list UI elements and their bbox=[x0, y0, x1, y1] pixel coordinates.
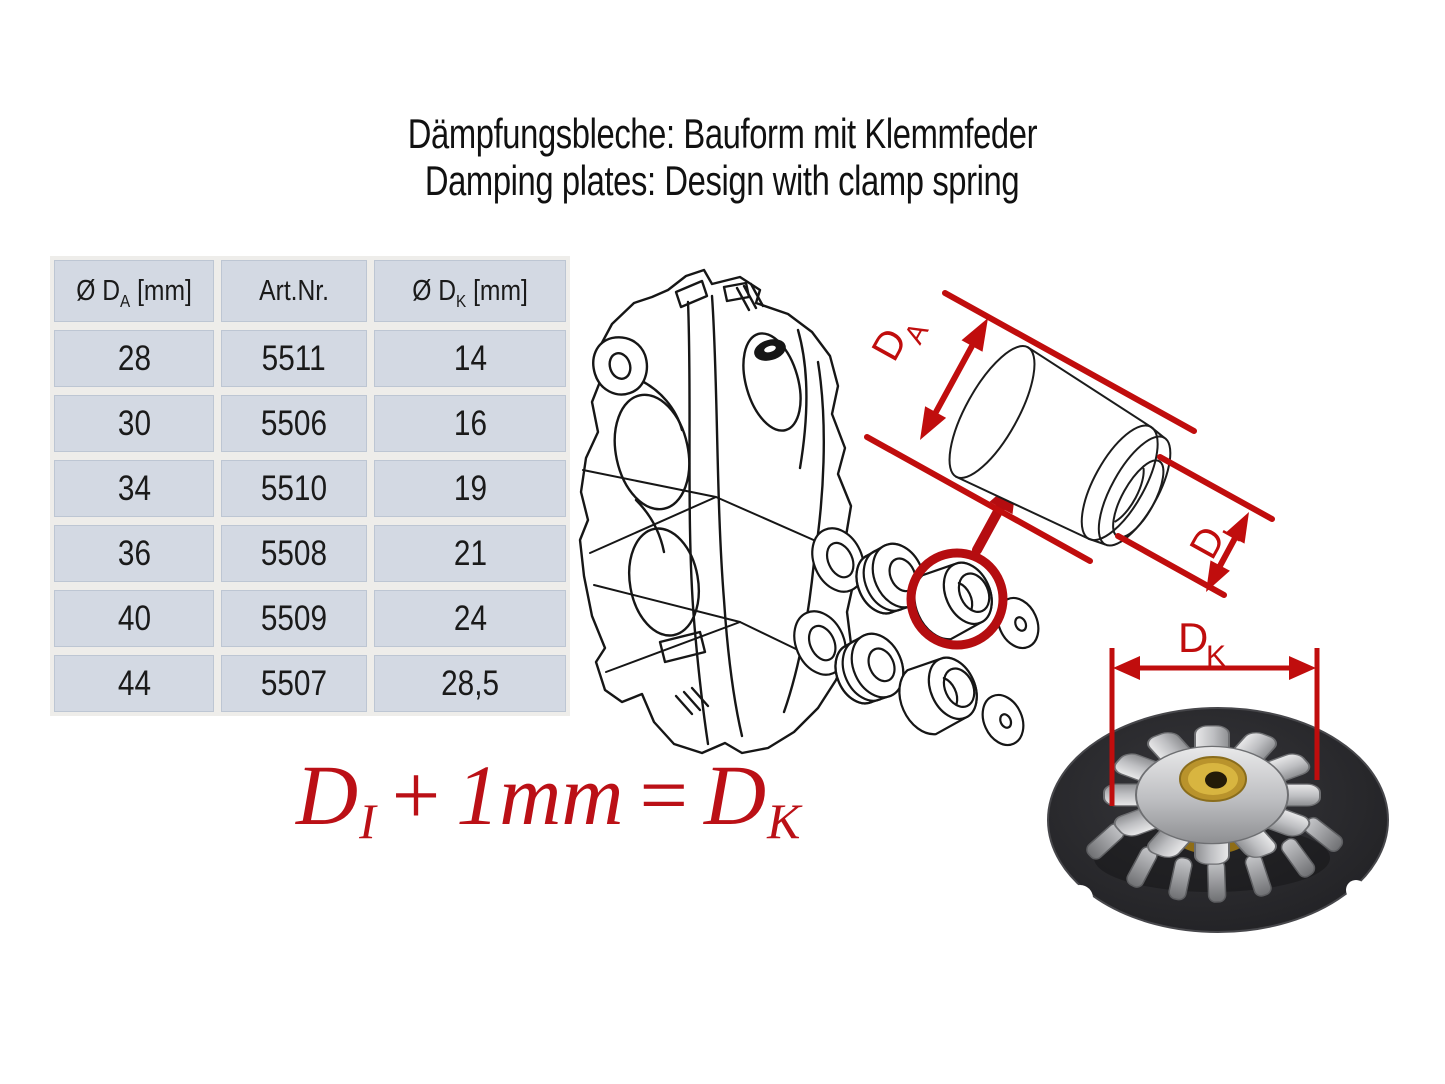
mounting-lug bbox=[592, 336, 649, 396]
title-line-english: Damping plates: Design with clamp spring bbox=[425, 157, 1020, 204]
di-label: D I bbox=[1182, 519, 1247, 566]
seal-ring bbox=[793, 610, 847, 676]
col-header-artnr: Art.Nr. bbox=[221, 260, 367, 322]
table-cell: 5510 bbox=[221, 460, 367, 517]
boot-ring bbox=[834, 632, 905, 705]
col-header-dk: Ø DK [mm] bbox=[374, 260, 566, 322]
table-cell: 5508 bbox=[221, 525, 367, 582]
dk-dimension bbox=[1109, 648, 1320, 806]
table-cell: 5509 bbox=[221, 590, 367, 647]
formula-plus: + bbox=[391, 747, 441, 843]
table-cell: 16 bbox=[374, 395, 566, 452]
formula-equals: = bbox=[639, 747, 688, 843]
brake-caliper-drawing bbox=[578, 268, 857, 755]
brass-hub bbox=[1179, 756, 1247, 802]
formula-sub2: K bbox=[767, 793, 801, 849]
shim-disc bbox=[981, 693, 1025, 747]
piston-small bbox=[913, 561, 993, 641]
table-cell: 28 bbox=[54, 330, 214, 387]
red-marker-circle bbox=[906, 548, 1008, 650]
formula: DI+1mm=DK bbox=[296, 752, 800, 847]
formula-d2: D bbox=[703, 747, 767, 843]
exploded-parts bbox=[793, 527, 1040, 747]
da-label: D A bbox=[864, 317, 935, 368]
table-cell: 14 bbox=[374, 330, 566, 387]
bleeder-hole bbox=[742, 332, 802, 432]
piston-small bbox=[898, 656, 978, 736]
table-cell: 28,5 bbox=[374, 655, 566, 712]
svg-text:D: D bbox=[1178, 614, 1208, 661]
formula-term: 1mm bbox=[456, 747, 624, 843]
svg-text:K: K bbox=[1206, 640, 1226, 673]
table-cell: 44 bbox=[54, 655, 214, 712]
dk-label: D K bbox=[1178, 614, 1226, 673]
seal-ring bbox=[811, 527, 865, 593]
table-cell: 5511 bbox=[221, 330, 367, 387]
table-cell: 5507 bbox=[221, 655, 367, 712]
piston-cylinder-drawing bbox=[948, 345, 1172, 547]
table-cell: 21 bbox=[374, 525, 566, 582]
damping-plate-photo bbox=[1047, 707, 1389, 933]
table-cell: 34 bbox=[54, 460, 214, 517]
formula-sub1: I bbox=[359, 793, 376, 849]
di-dimension bbox=[1115, 454, 1275, 598]
table-cell: 5506 bbox=[221, 395, 367, 452]
title-line-german: Dämpfungsbleche: Bauform mit Klemmfeder bbox=[407, 110, 1038, 157]
table-cell: 30 bbox=[54, 395, 214, 452]
da-dimension bbox=[864, 290, 1197, 564]
table-cell: 24 bbox=[374, 590, 566, 647]
table-cell: 19 bbox=[374, 460, 566, 517]
col-header-da: Ø DA [mm] bbox=[54, 260, 214, 322]
formula-d1: D bbox=[296, 747, 359, 843]
table-cell: 40 bbox=[54, 590, 214, 647]
page-title: Dämpfungsbleche: Bauform mit Klemmfeder … bbox=[0, 110, 1445, 204]
table-cell: 36 bbox=[54, 525, 214, 582]
spec-table: Ø DA [mm] Art.Nr. Ø DK [mm] 28 5511 14 3… bbox=[50, 256, 570, 716]
